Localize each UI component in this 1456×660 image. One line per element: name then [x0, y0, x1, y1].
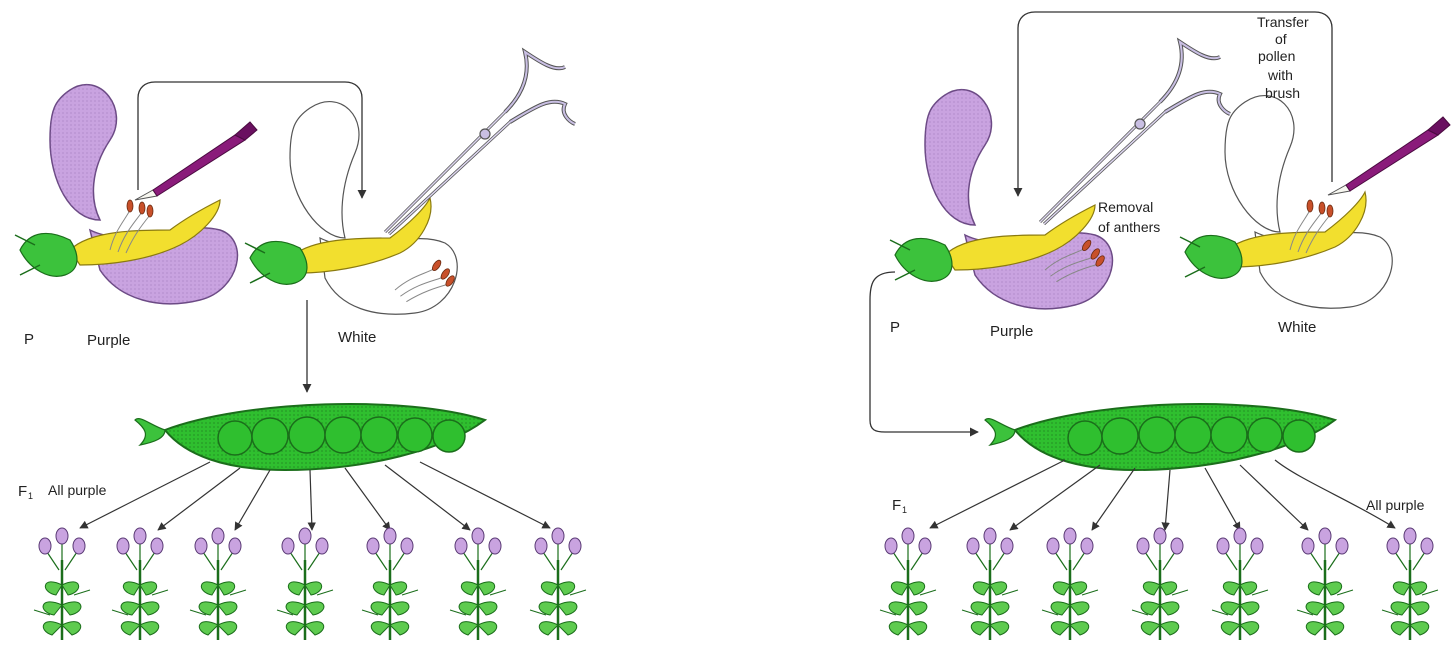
left-generation-f1-sub: 1	[28, 491, 33, 501]
pea-plant-icon	[360, 526, 420, 642]
pea-pod-icon	[134, 402, 486, 471]
pea-plant-icon	[528, 526, 588, 642]
right-to-pod-arrow	[869, 271, 979, 437]
scissors-icon	[383, 50, 577, 236]
pea-pod-icon	[984, 402, 1336, 471]
left-generation-f1: F	[18, 483, 27, 500]
right-cross-arrow	[1013, 11, 1333, 197]
left-label-white: White	[338, 329, 376, 346]
transfer-pollen-label: Transfer of pollen with brush	[1257, 14, 1309, 101]
transfer-line-1: Transfer	[1257, 14, 1309, 30]
pea-plant-icon	[1380, 526, 1440, 642]
right-generation-f1-sub: 1	[902, 505, 907, 515]
pea-plant-icon	[1130, 526, 1190, 642]
transfer-line-5: brush	[1265, 85, 1300, 101]
pea-plant-icon	[32, 526, 92, 642]
left-generation-p: P	[24, 331, 34, 348]
left-panel: P Purple White F 1 All purple	[14, 50, 588, 642]
pea-plant-icon	[110, 526, 170, 642]
pea-plant-icon	[1040, 526, 1100, 642]
transfer-line-2: of	[1275, 31, 1287, 47]
pea-plant-icon	[878, 526, 938, 642]
pea-plant-icon	[960, 526, 1020, 642]
pea-flower-icon	[889, 88, 1114, 310]
transfer-line-3: pollen	[1258, 48, 1295, 64]
pea-flower-icon	[1179, 94, 1393, 309]
right-panel: Transfer of pollen with brush Removal of…	[869, 11, 1451, 642]
pea-plant-icon	[448, 526, 508, 642]
pea-plant-icon	[188, 526, 248, 642]
paintbrush-icon	[1327, 116, 1451, 196]
left-f1-arrows	[79, 461, 551, 531]
pea-flower-icon	[14, 83, 239, 305]
left-label-purple: Purple	[87, 332, 130, 349]
right-generation-p: P	[890, 319, 900, 336]
right-label-white: White	[1278, 319, 1316, 336]
right-label-purple: Purple	[990, 323, 1033, 340]
paintbrush-icon	[134, 121, 258, 201]
removal-line-2: of anthers	[1098, 219, 1160, 235]
pea-flower-icon	[244, 100, 458, 315]
left-label-all-purple: All purple	[48, 482, 107, 498]
scissors-icon	[1038, 40, 1232, 226]
pea-plant-icon	[1210, 526, 1270, 642]
removal-line-1: Removal	[1098, 199, 1153, 215]
pea-plant-icon	[1295, 526, 1355, 642]
right-f1-arrows	[929, 459, 1396, 531]
left-cross-arrow	[137, 81, 367, 199]
transfer-line-4: with	[1267, 67, 1293, 83]
right-label-all-purple: All purple	[1366, 497, 1425, 513]
right-generation-f1: F	[892, 497, 901, 514]
pea-plant-icon	[275, 526, 335, 642]
